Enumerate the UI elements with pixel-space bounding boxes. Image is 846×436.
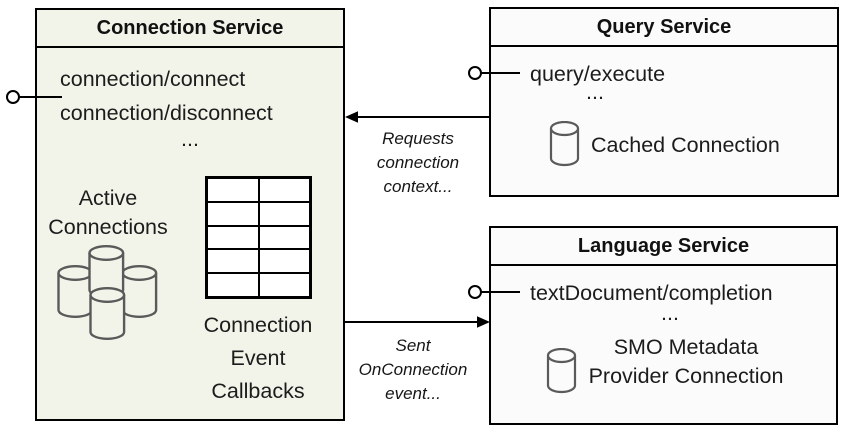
callback-table-pictogram: [205, 176, 312, 299]
smo-metadata-line2: Provider Connection: [588, 364, 784, 388]
textdocument-completion-method: textDocument/completion: [530, 281, 773, 305]
callbacks-line3: Callbacks: [211, 379, 305, 403]
cylinder-right: [121, 264, 158, 318]
query-execute-method: query/execute: [530, 62, 666, 86]
table-cell: [207, 225, 259, 250]
table-cell: [258, 178, 310, 202]
connection-disconnect-method: connection/disconnect: [60, 101, 273, 125]
event-label-line2: OnConnection: [358, 360, 468, 379]
connection-methods-ellipsis: ...: [181, 127, 199, 151]
event-label-line1: Sent: [395, 336, 431, 355]
smo-metadata-label: SMO Metadata Provider Connection: [570, 333, 802, 391]
table-cell: [258, 249, 310, 274]
cylinder-bottom: [89, 286, 126, 340]
request-arrow: [345, 111, 489, 123]
table-cell: [258, 273, 310, 297]
table-cell: [207, 273, 259, 297]
request-label-line3: context...: [383, 177, 453, 196]
cylinder-left: [57, 264, 94, 318]
active-connections-line2: Connections: [48, 215, 168, 239]
request-label-line2: connection: [376, 153, 460, 172]
event-arrow: [345, 316, 490, 328]
event-arrow-label: Sent OnConnection event...: [349, 334, 477, 406]
table-cell: [258, 225, 310, 250]
request-arrow-label: Requests connection context...: [357, 127, 479, 199]
table-cell: [207, 178, 259, 202]
cached-connection-label: Cached Connection: [591, 133, 780, 157]
smo-metadata-line1: SMO Metadata: [613, 335, 759, 359]
smo-metadata-database-icon: [546, 348, 577, 394]
language-service-title: Language Service: [491, 228, 836, 266]
cached-connection-database-icon: [549, 121, 580, 167]
callbacks-label: Connection Event Callbacks: [196, 309, 320, 408]
connection-connect-method: connection/connect: [60, 67, 246, 91]
query-service-box: Query Service: [489, 7, 839, 197]
event-label-line3: event...: [385, 384, 441, 403]
callbacks-line1: Connection: [203, 313, 313, 337]
database-cylinder-cluster-icon: [57, 245, 158, 340]
request-label-line1: Requests: [382, 129, 454, 148]
active-connections-label: Active Connections: [45, 184, 171, 242]
query-service-title: Query Service: [491, 9, 837, 47]
connection-service-title: Connection Service: [37, 10, 343, 48]
table-cell: [258, 201, 310, 226]
callbacks-line2: Event: [230, 346, 286, 370]
active-connections-line1: Active: [78, 186, 138, 210]
language-methods-ellipsis: ...: [661, 301, 679, 325]
language-service-box: Language Service: [489, 226, 838, 425]
query-methods-ellipsis: ...: [586, 80, 604, 104]
table-cell: [207, 201, 259, 226]
table-cell: [207, 249, 259, 274]
